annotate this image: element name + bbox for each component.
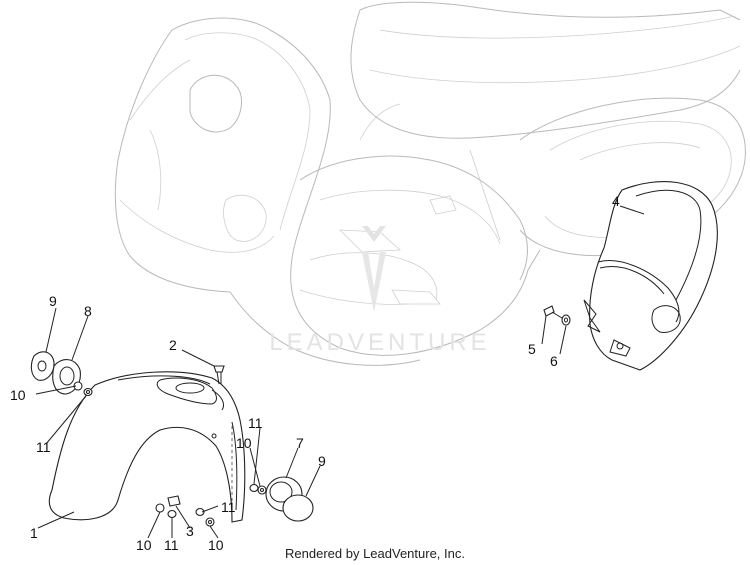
callout-11-bottom: 11 <box>164 537 179 553</box>
part-9-reflector-left <box>30 351 55 381</box>
part-6-washer <box>561 314 571 326</box>
part-10-washer-bottom-left <box>155 503 165 513</box>
callout-10-right: 10 <box>236 435 252 451</box>
callout-10-bottom-left: 10 <box>136 537 152 553</box>
callout-8: 8 <box>84 303 92 319</box>
rear-mudguard <box>583 181 718 371</box>
callout-9-right: 9 <box>318 453 326 469</box>
callout-labels: 1 2 3 4 5 6 7 8 9 9 10 10 10 10 11 11 11… <box>10 193 620 553</box>
part-10-washer-right-top <box>257 485 267 495</box>
front-mudguard <box>48 371 246 523</box>
callout-3: 3 <box>186 523 194 539</box>
part-11-nut-bottom-right <box>195 507 205 517</box>
watermark-text: LEADVENTURE <box>269 329 490 356</box>
callout-11-bottom-right: 11 <box>221 499 236 515</box>
part-11-nut-bottom-left <box>167 509 177 519</box>
part-10-washer-bottom-right <box>205 517 215 527</box>
callout-11-left: 11 <box>36 439 51 455</box>
callout-4: 4 <box>612 193 620 209</box>
part-9-reflector-right <box>282 494 314 522</box>
callout-1: 1 <box>30 525 38 541</box>
callout-2: 2 <box>169 337 177 353</box>
callout-11-right: 11 <box>248 415 263 431</box>
callout-9-left: 9 <box>49 293 57 309</box>
callout-6: 6 <box>550 353 558 369</box>
leader-lines <box>35 205 645 539</box>
part-3-nut-insert <box>167 495 181 507</box>
part-5-screw <box>543 305 563 319</box>
watermark: LEADVENTURE <box>269 226 490 356</box>
footer-credit: Rendered by LeadVenture, Inc. <box>285 546 465 561</box>
callout-5: 5 <box>528 341 536 357</box>
callout-7: 7 <box>296 435 304 451</box>
callout-10-bottom-right: 10 <box>208 537 224 553</box>
callout-10-left: 10 <box>10 387 26 403</box>
part-2-screw <box>213 365 225 385</box>
part-11-nut-right-top <box>249 483 259 493</box>
part-11-nut-left-top <box>83 387 93 397</box>
